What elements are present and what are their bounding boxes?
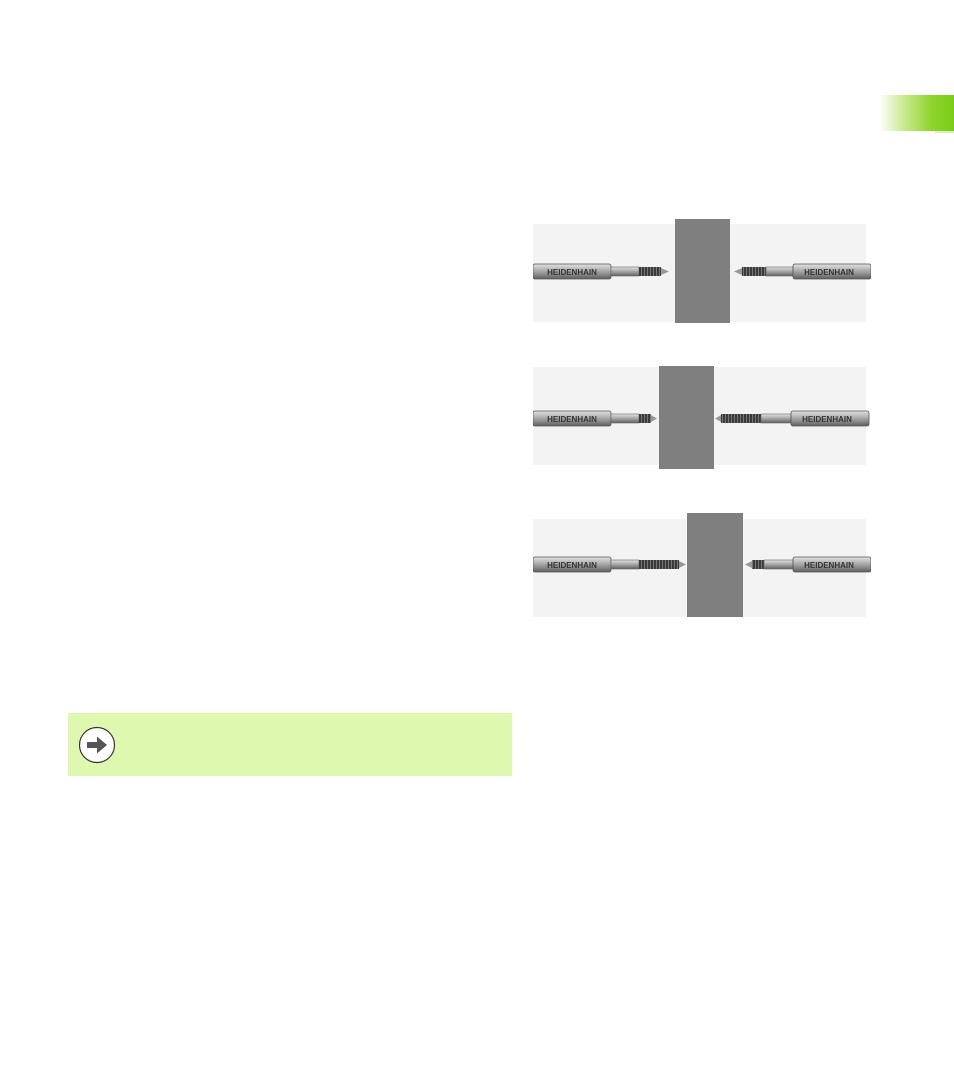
right-probe: HEIDENHAIN	[715, 410, 870, 427]
left-probe-label: HEIDENHAIN	[547, 561, 597, 570]
left-probe-label: HEIDENHAIN	[547, 415, 597, 424]
arrow-right-icon	[78, 726, 116, 769]
right-probe-label: HEIDENHAIN	[802, 415, 852, 424]
figure-probe-pair-centered: HEIDENHAIN HEIDENHAIN	[533, 219, 871, 323]
right-probe: HEIDENHAIN	[745, 556, 871, 573]
workpiece-block	[687, 513, 743, 617]
note-box	[68, 713, 512, 776]
chapter-tab-edge	[935, 131, 954, 133]
right-probe-label: HEIDENHAIN	[804, 268, 854, 277]
left-probe-label: HEIDENHAIN	[547, 268, 597, 277]
left-probe: HEIDENHAIN	[533, 263, 669, 280]
left-probe: HEIDENHAIN	[533, 410, 657, 427]
right-probe: HEIDENHAIN	[734, 263, 871, 280]
workpiece-block	[675, 219, 730, 323]
left-probe: HEIDENHAIN	[533, 556, 686, 573]
chapter-tab	[879, 95, 954, 131]
right-probe-label: HEIDENHAIN	[804, 561, 854, 570]
workpiece-block	[659, 366, 714, 469]
figure-probe-pair-shifted-right: HEIDENHAIN HEIDENHAIN	[533, 513, 871, 617]
figure-probe-pair-shifted-left: HEIDENHAIN HEIDENHAIN	[533, 366, 871, 470]
